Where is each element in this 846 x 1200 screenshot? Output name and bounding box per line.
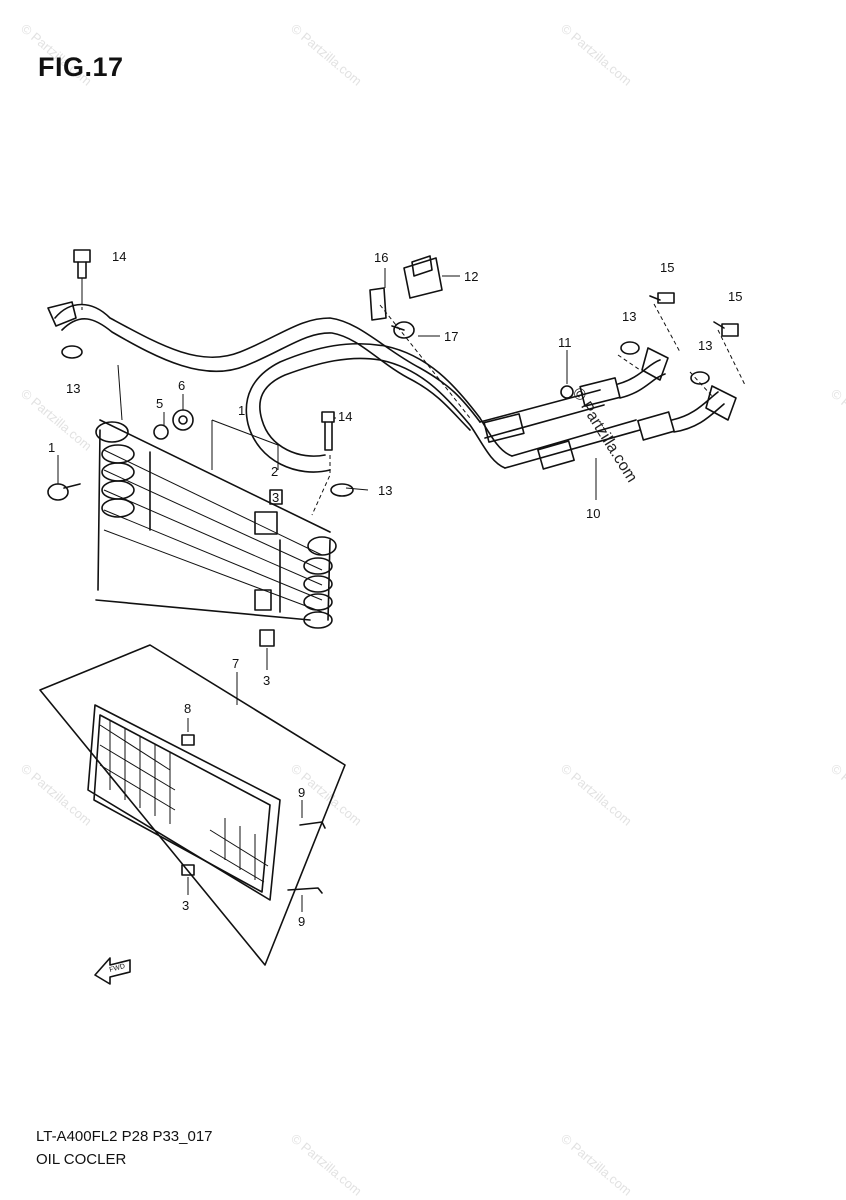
- callout-15: 15: [728, 289, 742, 304]
- watermark: © Partzilla.com: [558, 21, 635, 89]
- callout-3: 3: [263, 673, 270, 688]
- callout-labels: 14 16 12 15 15 13 17 11 13 13 6 5 1 14 1…: [48, 249, 742, 929]
- watermark: © Partzilla.com: [558, 761, 635, 829]
- callout-5: 5: [156, 396, 163, 411]
- oil-cooler-core: [95, 419, 337, 629]
- mesh-pattern: [99, 720, 269, 883]
- mesh-guard: [39, 644, 346, 966]
- figure-title: FIG.17: [38, 52, 124, 82]
- callout-13: 13: [66, 381, 80, 396]
- oil-hose-upper: [47, 301, 669, 443]
- callout-8: 8: [184, 701, 191, 716]
- callout-10: 10: [586, 506, 600, 521]
- oil-hose-lower: [245, 342, 737, 473]
- callout-7: 7: [232, 656, 239, 671]
- callout-13: 13: [698, 338, 712, 353]
- callout-15: 15: [660, 260, 674, 275]
- watermark: © Partzilla.com: [569, 385, 641, 485]
- diagram-code: LT-A400FL2 P28 P33_017: [36, 1128, 213, 1145]
- watermark: © Partzilla.com: [18, 386, 95, 454]
- leader-lines: [57, 268, 746, 705]
- watermark: © Partzilla.com: [18, 761, 95, 829]
- callout-9: 9: [298, 914, 305, 929]
- hardware: [47, 249, 739, 647]
- watermark: © Partzilla.com: [288, 1131, 365, 1199]
- callout-9: 9: [298, 785, 305, 800]
- callout-1: 1: [238, 403, 245, 418]
- callout-17: 17: [444, 329, 458, 344]
- callout-13: 13: [622, 309, 636, 324]
- diagram-caption: OIL COCLER: [36, 1151, 127, 1168]
- watermark-layer: © Partzilla.com © Partzilla.com © Partzi…: [18, 21, 846, 1199]
- callout-1: 1: [48, 440, 55, 455]
- watermark: © Partzilla.com: [288, 21, 365, 89]
- watermark: © Partzilla.com: [828, 386, 846, 454]
- callout-3: 3: [182, 898, 189, 913]
- callout-16: 16: [374, 250, 388, 265]
- front-arrow-label: FWD: [109, 963, 126, 974]
- front-direction-arrow: FWD: [94, 957, 131, 985]
- callout-14: 14: [112, 249, 126, 264]
- watermark: © Partzilla.com: [558, 1131, 635, 1199]
- callout-3: 3: [272, 490, 279, 505]
- callout-11: 11: [558, 335, 572, 350]
- callout-2: 2: [271, 464, 278, 479]
- callout-14: 14: [338, 409, 352, 424]
- callout-6: 6: [178, 378, 185, 393]
- callout-12: 12: [464, 269, 478, 284]
- callout-13: 13: [378, 483, 392, 498]
- watermark: © Partzilla.com: [828, 761, 846, 829]
